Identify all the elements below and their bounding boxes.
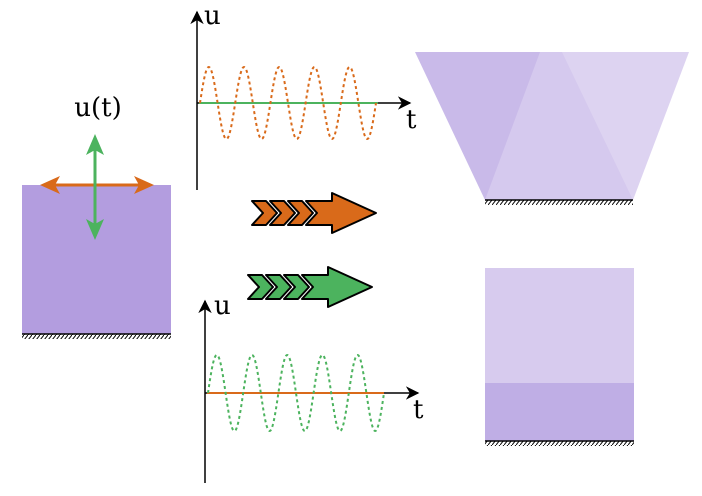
- result-top-shear: [415, 52, 689, 205]
- chevron-arrow-bottom: [247, 266, 373, 308]
- block-label: u(t): [74, 93, 121, 123]
- vertical-displacement-arrow: [86, 134, 104, 240]
- result-top-right-shape: [485, 52, 689, 200]
- chevron-arrow-top: [251, 192, 377, 234]
- horizontal-displacement-arrow: [40, 176, 154, 194]
- block-ground-hatch: [22, 334, 171, 339]
- plot-top-x-label: t: [406, 105, 417, 135]
- plot-top: u t: [190, 1, 417, 190]
- plot-bottom: u t: [198, 291, 424, 483]
- plot-bottom-y-label: u: [214, 291, 231, 321]
- result-bottom-axial: [485, 268, 634, 446]
- result-bottom-compressed-shape: [485, 383, 634, 441]
- plot-bottom-x-label: t: [413, 395, 424, 425]
- source-block: u(t): [22, 93, 171, 339]
- plot-bottom-wave: [207, 353, 385, 433]
- result-top-ground-hatch: [485, 200, 633, 205]
- plot-top-y-label: u: [204, 1, 221, 31]
- result-bottom-ground-hatch: [485, 441, 634, 446]
